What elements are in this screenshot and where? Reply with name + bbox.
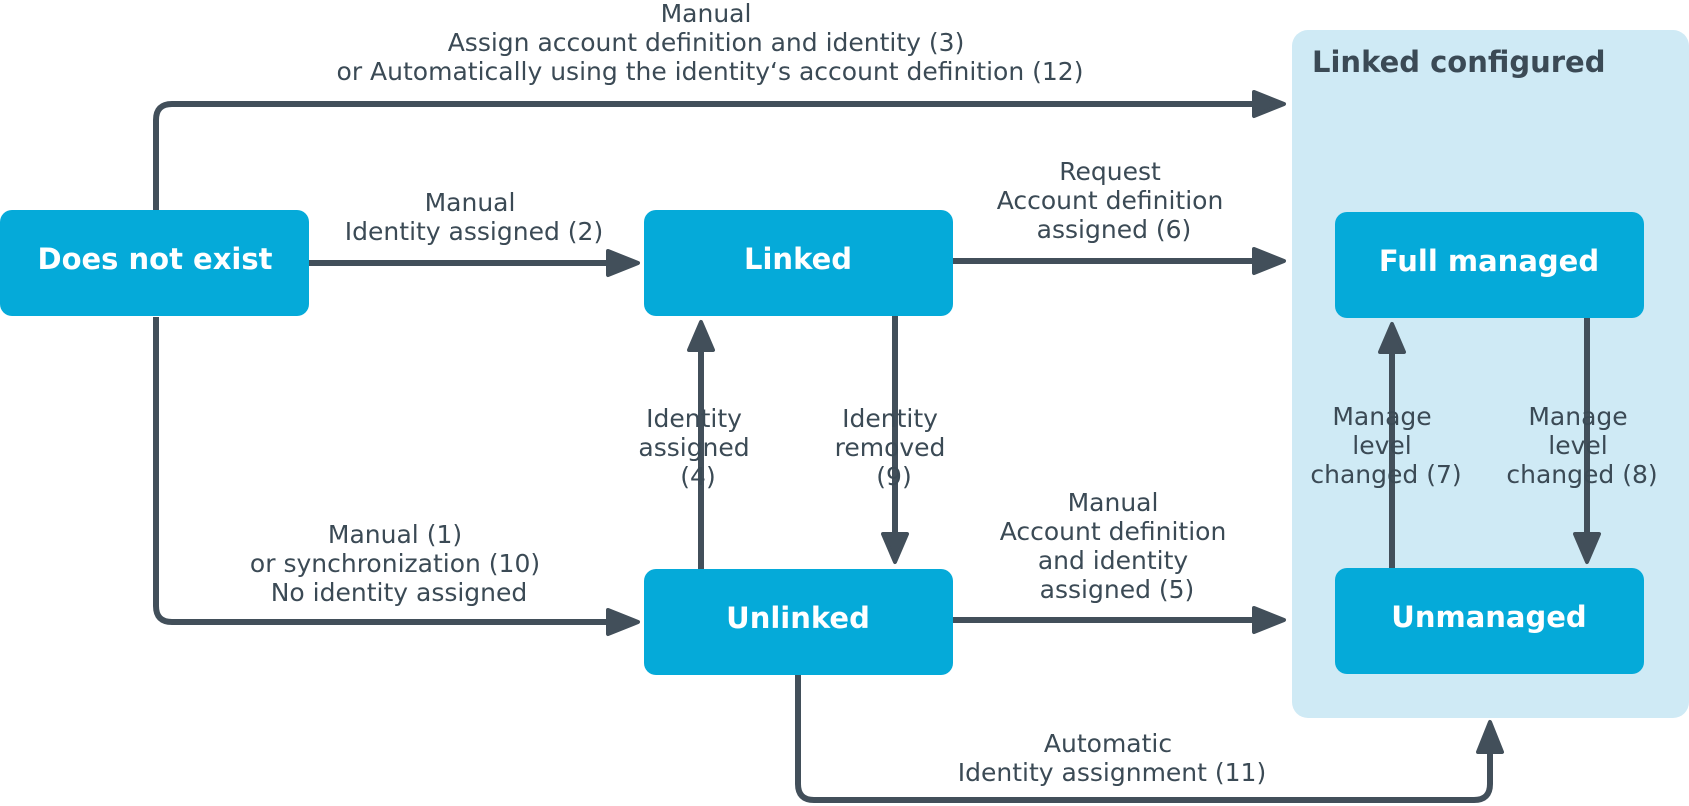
label-4-line-3: (4) [680, 462, 715, 491]
label-5-line-3: and identity [1038, 546, 1189, 575]
node-linked-label: Linked [744, 242, 852, 276]
edge-top-3-12 [153, 101, 1258, 210]
label-9-line-1: Identity [842, 404, 938, 433]
label-automatic-11: Automatic Identity assignment (11) [958, 729, 1266, 787]
label-8-line-3: changed (8) [1506, 460, 1657, 489]
arrowhead-down-unlinked [881, 532, 909, 564]
label-1-10-line-1: Manual (1) [328, 520, 462, 549]
arrowhead-unlinked [606, 608, 640, 636]
node-unmanaged: Unmanaged [1335, 568, 1644, 674]
node-unmanaged-label: Unmanaged [1391, 600, 1586, 634]
label-11-line-2: Identity assignment (11) [958, 758, 1266, 787]
node-full-managed-label: Full managed [1379, 244, 1599, 278]
node-full-managed: Full managed [1335, 212, 1644, 318]
arrowhead-top [1252, 90, 1286, 118]
label-7-line-3: changed (7) [1310, 460, 1461, 489]
label-11-line-1: Automatic [1044, 729, 1172, 758]
label-5-line-2: Account definition [1000, 517, 1227, 546]
edge-automatic-11 [795, 674, 1493, 803]
node-linked: Linked [644, 210, 953, 316]
node-does-not-exist: Does not exist [0, 210, 309, 316]
node-unlinked: Unlinked [644, 569, 953, 675]
label-5-line-4: assigned (5) [1040, 575, 1195, 604]
arrowhead-linked-configured-5 [1252, 606, 1286, 634]
arrowhead-linked [606, 249, 640, 277]
label-identity-assigned-2: Manual Identity assigned (2) [345, 188, 603, 246]
edge-no-identity-1-10 [153, 317, 610, 625]
label-6-line-2: Account definition [997, 186, 1224, 215]
label-1-10-line-2: or synchronization (10) [250, 549, 540, 578]
label-top-line-3: or Automatically using the identity‘s ac… [337, 57, 1084, 86]
arrowhead-up-linked [687, 320, 715, 352]
arrowhead-linked-configured-6 [1252, 247, 1286, 275]
label-8-line-2: level [1548, 431, 1607, 460]
label-account-def-6: Request Account definition assigned (6) [997, 157, 1232, 244]
label-identity-removed-9: Identity removed (9) [835, 404, 954, 491]
arrowhead-down-unmanaged [1573, 532, 1601, 564]
label-identity-assigned-4: Identity assigned (4) [638, 404, 757, 491]
label-top-line-1: Manual [661, 0, 752, 28]
label-4-line-1: Identity [646, 404, 742, 433]
label-6-line-1: Request [1059, 157, 1161, 186]
label-7-line-2: level [1352, 431, 1411, 460]
label-9-line-3: (9) [876, 462, 911, 491]
arrowhead-up-linked-configured [1476, 720, 1504, 754]
label-6-line-3: assigned (6) [1037, 215, 1192, 244]
label-2-line-2: Identity assigned (2) [345, 217, 603, 246]
label-no-identity-1-10: Manual (1) or synchronization (10) No id… [250, 520, 548, 607]
label-top-3-12: Manual Assign account definition and ide… [337, 0, 1084, 86]
arrowhead-up-full-managed [1378, 322, 1406, 354]
label-manage-level-8: Manage level changed (8) [1506, 402, 1657, 489]
label-9-line-2: removed [835, 433, 946, 462]
label-manage-level-7: Manage level changed (7) [1310, 402, 1461, 489]
node-unlinked-label: Unlinked [726, 601, 870, 635]
label-7-line-1: Manage [1332, 402, 1431, 431]
label-top-line-2: Assign account definition and identity (… [448, 28, 965, 57]
label-account-def-5: Manual Account definition and identity a… [1000, 488, 1235, 604]
label-1-10-line-3: No identity assigned [271, 578, 528, 607]
label-8-line-1: Manage [1528, 402, 1627, 431]
node-does-not-exist-label: Does not exist [38, 242, 273, 276]
linked-configured-title: Linked configured [1312, 45, 1605, 79]
label-5-line-1: Manual [1068, 488, 1159, 517]
label-2-line-1: Manual [425, 188, 516, 217]
label-4-line-2: assigned [638, 433, 749, 462]
